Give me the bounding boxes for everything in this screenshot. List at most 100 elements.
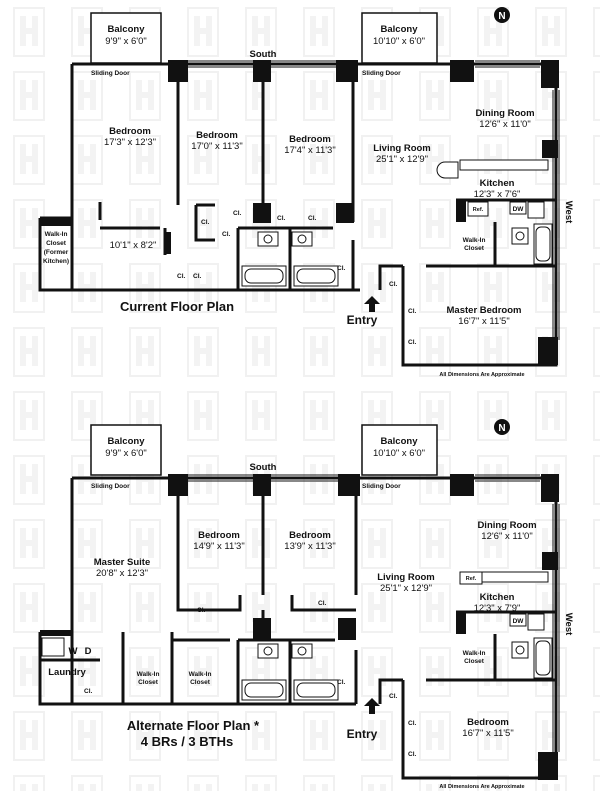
master-suite-dims: 20'8" x 12'3" — [96, 568, 148, 579]
washer-label: W — [69, 646, 78, 657]
master-bedroom-label: Master Bedroom — [447, 305, 522, 316]
closet-label: Cl. — [177, 273, 186, 280]
walkin-closet-2-line1: Walk-In — [189, 671, 212, 678]
closet-label: Cl. — [84, 688, 93, 695]
entry-arrow-icon — [364, 296, 380, 312]
current-plan-title: Current Floor Plan — [120, 299, 234, 314]
bedroom-4-dims: 16'7" x 11'5" — [462, 728, 513, 739]
kitchen-dims: 12'3" x 7'6" — [474, 189, 521, 200]
columns — [40, 60, 559, 365]
walkin-closet-1-line1: Walk-In — [137, 671, 160, 678]
bedroom-2-label: Bedroom — [196, 130, 238, 141]
bedroom-3-label: Bedroom — [289, 134, 331, 145]
bedroom-3-dims: 13'9" x 11'3" — [284, 541, 335, 552]
walkin-closet-line1: Walk-In — [463, 237, 486, 244]
master-bedroom-dims: 16'7" x 11'5" — [458, 316, 509, 327]
walkin-closet-former-line1: Walk-In — [45, 231, 68, 238]
bedroom-3-dims: 17'4" x 11'3" — [284, 145, 335, 156]
closet-label: Cl. — [308, 215, 317, 222]
closet-label: Cl. — [337, 679, 346, 686]
closet-label: Cl. — [408, 720, 417, 727]
sliding-door-right: Sliding Door — [362, 70, 401, 77]
alternate-plan-title: Alternate Floor Plan * — [127, 718, 260, 733]
closet-label: Cl. — [408, 339, 417, 346]
north-compass-icon: N — [494, 419, 510, 435]
walkin-closet-3-line1: Walk-In — [463, 650, 486, 657]
dining-room-dims: 12'6" x 11'0" — [479, 119, 530, 130]
walkin-closet-3-line2: Closet — [464, 658, 485, 665]
columns — [40, 474, 559, 780]
living-room-dims: 25'1" x 12'9" — [376, 154, 428, 165]
bedroom-1-dims: 17'3" x 12'3" — [104, 137, 156, 148]
kitchen-appliances: Ref. DW — [459, 571, 545, 631]
walkin-closet-1-line2: Closet — [138, 679, 159, 686]
balcony-left-dims: 9'9" x 6'0" — [105, 448, 147, 459]
walls — [38, 62, 558, 367]
entry-arrow-icon — [364, 698, 380, 714]
closet-label: Cl. — [337, 265, 346, 272]
dryer-label: D — [85, 646, 92, 657]
balcony-left-area — [90, 424, 162, 476]
bedroom-2-label: Bedroom — [198, 530, 240, 541]
balcony-right-area — [361, 424, 438, 476]
alternate-plan-subtitle: 4 BRs / 3 BTHs — [141, 734, 233, 749]
ref-label: Ref. — [466, 576, 477, 582]
bedroom-2-dims: 14'9" x 11'3" — [193, 541, 244, 552]
closet-labels: Cl. Cl. Cl. Cl. Cl. Cl. Cl. Cl. Cl. Cl. … — [177, 210, 417, 346]
disclaimer: All Dimensions Are Approximate — [439, 372, 524, 378]
ref-label: Ref. — [473, 207, 484, 213]
balcony-left-area — [90, 12, 162, 64]
sliding-door-right: Sliding Door — [362, 483, 401, 490]
closet-label: Cl. — [201, 219, 210, 226]
kitchen-appliances: Ref. DW — [467, 201, 545, 219]
balcony-left-label: Balcony — [108, 24, 146, 35]
master-suite-label: Master Suite — [94, 557, 151, 568]
north-compass-icon: N — [494, 7, 510, 23]
bedroom-1-label: Bedroom — [109, 126, 151, 137]
closet-label: Cl. — [233, 210, 242, 217]
bedroom-4-label: Bedroom — [467, 717, 509, 728]
balcony-right-label: Balcony — [381, 24, 419, 35]
walkin-closet-former-line2: Closet — [46, 240, 67, 247]
closet-label: Cl. — [408, 308, 417, 315]
compass-letter: N — [498, 423, 505, 434]
disclaimer: All Dimensions Are Approximate — [439, 784, 524, 790]
alternate-floor-plan: N Balcony 9'9" x 6'0" Balcony 10'10" x 6… — [38, 419, 574, 790]
living-room-dims: 25'1" x 12'9" — [380, 583, 432, 594]
closet-label: Cl. — [389, 281, 398, 288]
south-label: South — [250, 49, 277, 60]
dining-room-label: Dining Room — [475, 108, 534, 119]
walkin-closet-former-line3: (Former — [44, 249, 69, 256]
balcony-left-dims: 9'9" x 6'0" — [105, 36, 147, 47]
closet-labels: Cl. Cl. Cl. Cl. Cl. Cl. Cl. — [84, 600, 417, 758]
compass-letter: N — [498, 11, 505, 22]
balcony-left-label: Balcony — [108, 436, 146, 447]
living-room-label: Living Room — [377, 572, 435, 583]
kitchen-label: Kitchen — [480, 178, 515, 189]
kitchen-label: Kitchen — [480, 592, 515, 603]
dw-label: DW — [513, 206, 525, 213]
sliding-door-left: Sliding Door — [91, 70, 130, 77]
closet-label: Cl. — [389, 693, 398, 700]
walkin-closet-line2: Closet — [464, 245, 485, 252]
balcony-right-dims: 10'10" x 6'0" — [373, 448, 425, 459]
balcony-right-label: Balcony — [381, 436, 419, 447]
closet-label: Cl. — [222, 231, 231, 238]
kitchen-dims: 12'3" x 7'9" — [474, 603, 521, 614]
closet-label: Cl. — [408, 751, 417, 758]
walkin-closet-former-line4: Kitchen) — [43, 258, 69, 265]
living-room-label: Living Room — [373, 143, 431, 154]
closet-label: Cl. — [197, 607, 206, 614]
closet-label: Cl. — [277, 215, 286, 222]
sliding-door-left: Sliding Door — [91, 483, 130, 490]
west-label: West — [563, 613, 574, 636]
bedroom-3-label: Bedroom — [289, 530, 331, 541]
closet-label: Cl. — [318, 600, 327, 607]
entry-label: Entry — [347, 313, 378, 327]
bath-fixtures — [41, 571, 553, 701]
walkin-closet-2-line2: Closet — [190, 679, 211, 686]
balcony-right-area — [361, 12, 438, 64]
laundry-label: Laundry — [48, 667, 86, 678]
bath-fixtures — [241, 159, 553, 287]
